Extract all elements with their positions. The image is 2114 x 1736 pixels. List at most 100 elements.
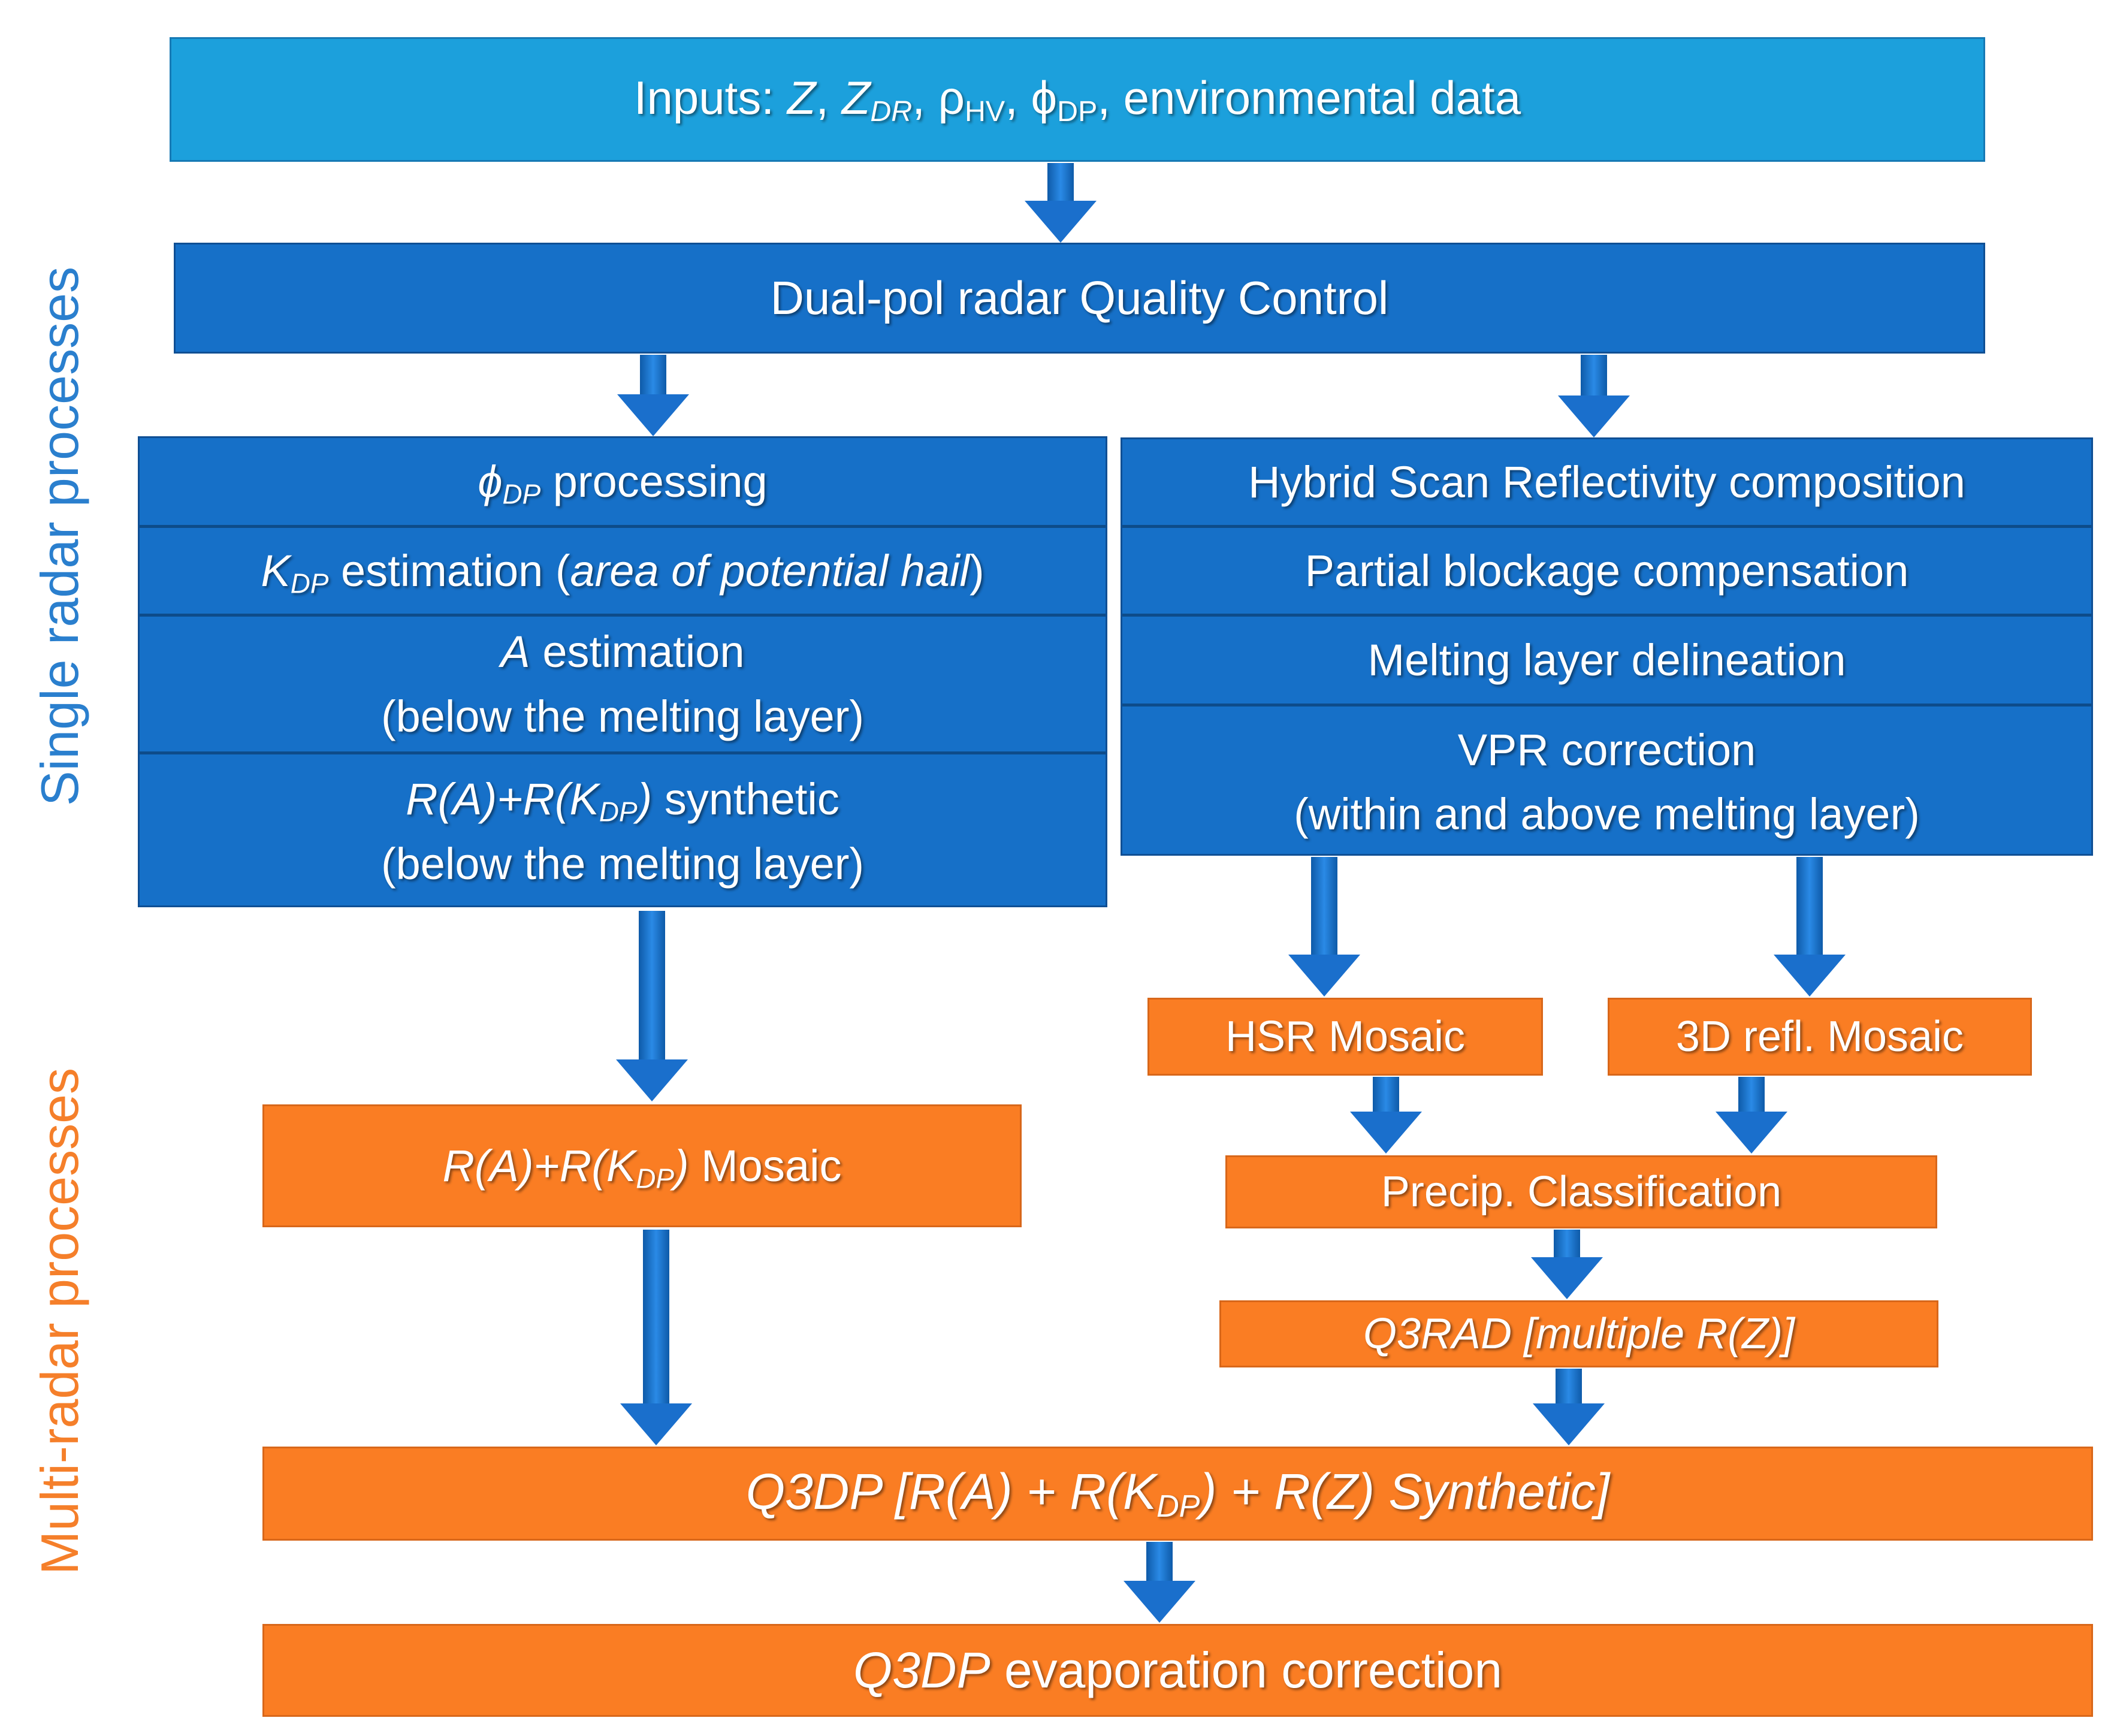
melting-label: Melting layer delineation <box>1367 635 1846 685</box>
q3dp-box: Q3DP [R(A) + R(KDP) + R(Z) Synthetic] <box>262 1447 2093 1541</box>
arrow-head <box>1288 955 1360 997</box>
q3rad-label: Q3RAD [multiple R(Z)] <box>1363 1310 1795 1358</box>
synthetic-p1: R(A)+R(K <box>406 774 599 825</box>
kdp-base: K <box>261 545 291 596</box>
inputs-prefix: Inputs: <box>633 71 787 125</box>
arrow-head <box>1558 395 1630 437</box>
arrow-q3rad-to-q3dp <box>1533 1369 1605 1445</box>
vpr-line1: VPR correction <box>1457 724 1756 775</box>
arrow-shaft <box>1047 163 1074 202</box>
right-processing-stack: Hybrid Scan Reflectivity composition Par… <box>1121 437 2093 856</box>
arrow-head <box>1533 1403 1605 1445</box>
phidp-sub: DP <box>502 478 541 509</box>
q3dp-p1: Q3DP [R(A) + R(K <box>745 1463 1157 1520</box>
arrow-shaft <box>1554 1230 1580 1258</box>
precip-classification-box: Precip. Classification <box>1225 1155 1937 1228</box>
arrow-shaft <box>1581 355 1607 397</box>
hsr-mosaic-label: HSR Mosaic <box>1225 1013 1466 1061</box>
arrow-shaft <box>640 355 666 395</box>
q3dp-p2: ) + R(Z) Synthetic] <box>1200 1463 1610 1520</box>
arrow-right-to-refl3d <box>1774 857 1846 997</box>
ra-mosaic-rest: Mosaic <box>688 1140 842 1191</box>
inputs-text: Inputs: Z, ZDR, ρHV, ϕDP, environmental … <box>634 69 1521 130</box>
hybrid-label: Hybrid Scan Reflectivity composition <box>1248 457 1965 507</box>
arrow-head <box>616 1059 688 1101</box>
synthetic-step: R(A)+R(KDP) synthetic (below the melting… <box>140 754 1106 909</box>
arrow-refl3d-to-precip <box>1716 1077 1787 1154</box>
arrow-shaft <box>643 1230 669 1405</box>
vpr-correction-step: VPR correction (within and above melting… <box>1122 707 2091 858</box>
phidp-base: ϕ <box>478 456 503 506</box>
arrow-inputs-to-qc <box>1025 163 1097 243</box>
inputs-suffix: , environmental data <box>1097 71 1521 125</box>
arrow-shaft <box>639 911 665 1061</box>
left-processing-stack: ϕDP processing KDP estimation (area of p… <box>138 436 1107 907</box>
arrow-head <box>1124 1581 1195 1623</box>
arrow-qc-to-right <box>1558 355 1630 437</box>
evap-q3dp: Q3DP <box>853 1642 990 1698</box>
a-estimation-step: A estimation (below the melting layer) <box>140 617 1106 754</box>
arrow-shaft <box>1796 857 1823 956</box>
kdp-rest: estimation ( <box>328 545 570 596</box>
evap-rest: evaporation correction <box>990 1642 1503 1698</box>
kdp-estimation-step: KDP estimation (area of potential hail) <box>140 528 1106 617</box>
a-var: A <box>500 627 530 677</box>
arrow-head <box>620 1403 692 1445</box>
arrow-shaft <box>1556 1369 1582 1405</box>
sep: , <box>1005 71 1031 125</box>
partial-blockage-step: Partial blockage compensation <box>1122 528 2091 617</box>
arrow-qc-to-left <box>617 355 689 436</box>
sep: , <box>816 71 842 125</box>
partial-label: Partial blockage compensation <box>1304 545 1909 596</box>
arrow-shaft <box>1311 857 1337 956</box>
hsr-mosaic-box: HSR Mosaic <box>1147 998 1543 1076</box>
hybrid-scan-step: Hybrid Scan Reflectivity composition <box>1122 439 2091 528</box>
a-est-line2: (below the melting layer) <box>380 691 865 741</box>
zdr-base: Z <box>841 71 871 125</box>
ra-mosaic-p1: R(A)+R(K <box>442 1140 636 1191</box>
ra-rkdp-mosaic-box: R(A)+R(KDP) Mosaic <box>262 1104 1022 1227</box>
evaporation-correction-box: Q3DP evaporation correction <box>262 1624 2093 1717</box>
kdp-close: ) <box>969 545 984 596</box>
zdr-var: ZDR <box>841 71 913 128</box>
phidp-rest: processing <box>540 456 768 506</box>
kdp-sub: DP <box>290 567 329 599</box>
ra-mosaic-p2: ) <box>674 1140 689 1191</box>
arrow-hsr-to-precip <box>1350 1077 1422 1154</box>
z-var: Z <box>787 71 816 125</box>
arrow-shaft <box>1738 1077 1765 1113</box>
arrow-head <box>1774 955 1846 997</box>
refl3d-mosaic-box: 3D refl. Mosaic <box>1608 998 2032 1076</box>
arrow-head <box>617 394 689 436</box>
arrow-head <box>1531 1257 1603 1299</box>
arrow-left-to-ra-mosaic <box>616 911 688 1101</box>
kdp-italic: area of potential hail <box>570 545 970 596</box>
synthetic-line2: (below the melting layer) <box>380 839 865 889</box>
zdr-sub: DR <box>870 95 913 128</box>
synthetic-sub: DP <box>599 796 638 828</box>
synthetic-p2: ) <box>637 774 653 825</box>
arrow-head <box>1025 201 1097 243</box>
arrow-head <box>1716 1112 1787 1154</box>
arrow-right-to-hsr <box>1288 857 1360 997</box>
q3dp-sub: DP <box>1156 1489 1200 1524</box>
sep: , <box>912 71 938 125</box>
arrow-precip-to-q3rad <box>1531 1230 1603 1299</box>
arrow-shaft <box>1146 1542 1173 1582</box>
phi-sub: DP <box>1057 95 1098 128</box>
precip-label: Precip. Classification <box>1381 1168 1782 1216</box>
vpr-line2: (within and above melting layer) <box>1294 789 1920 839</box>
inputs-box: Inputs: Z, ZDR, ρHV, ϕDP, environmental … <box>170 37 1985 162</box>
synthetic-rest: synthetic <box>652 774 839 825</box>
phi-base: ϕ <box>1031 71 1058 125</box>
arrow-head <box>1350 1112 1422 1154</box>
quality-control-label: Dual-pol radar Quality Control <box>770 271 1389 324</box>
a-est-rest: estimation <box>530 627 745 677</box>
rho-sub: HV <box>964 95 1005 128</box>
arrow-shaft <box>1373 1077 1399 1113</box>
refl3d-mosaic-label: 3D refl. Mosaic <box>1675 1013 1964 1061</box>
melting-layer-step: Melting layer delineation <box>1122 617 2091 707</box>
phidp-processing-step: ϕDP processing <box>140 438 1106 528</box>
arrow-ra-mosaic-to-q3dp <box>620 1230 692 1445</box>
